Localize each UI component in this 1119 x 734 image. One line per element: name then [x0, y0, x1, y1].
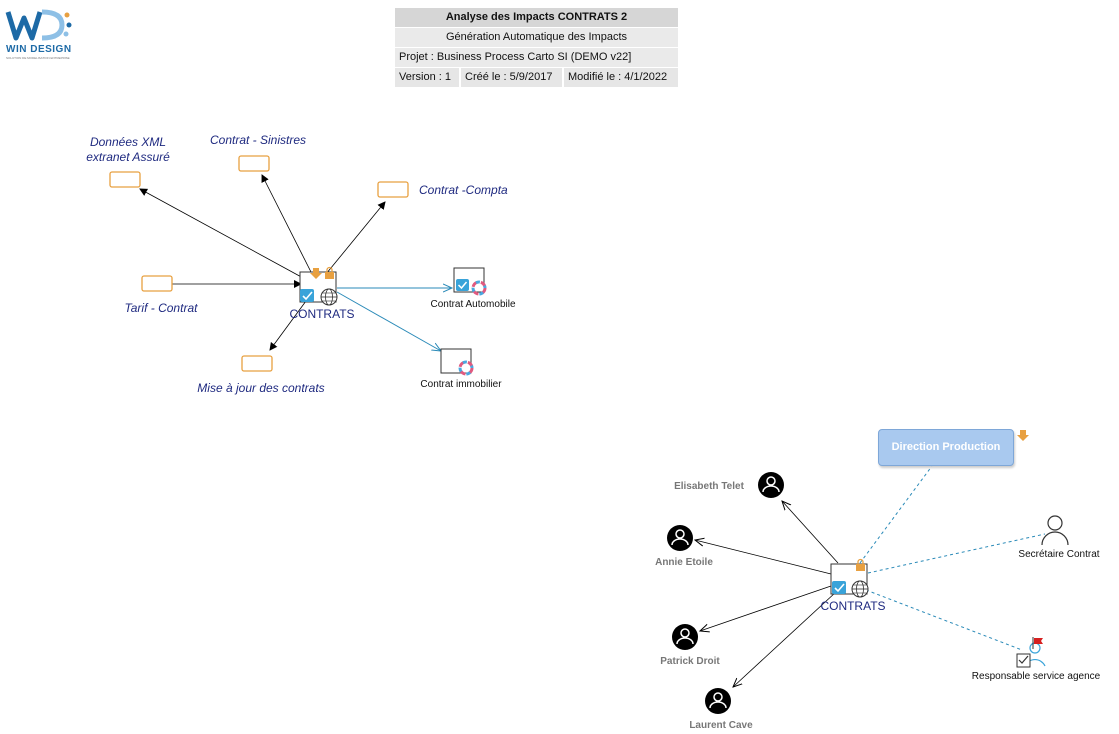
contrats-node-2[interactable] — [830, 558, 869, 598]
flow-label-xml-1: Données XML — [90, 135, 166, 149]
flow-box-sinistres[interactable] — [238, 155, 270, 172]
flow-label-tarif: Tarif - Contrat — [125, 301, 199, 315]
app-label-immo: Contrat immobilier — [420, 379, 502, 390]
header-table: Analyse des Impacts CONTRATS 2 Génératio… — [395, 8, 678, 87]
link-secretaire — [867, 533, 1046, 574]
contrats-node-1[interactable] — [299, 266, 338, 306]
header-project: Projet : Business Process Carto SI (DEMO… — [395, 48, 678, 68]
person-link-laurent — [733, 591, 837, 687]
flow-link-compta — [325, 201, 386, 275]
logo-text: WIN DESIGN — [6, 44, 72, 55]
logo-subtitle: SOLUTION DE MODELISATION ENTREPRISE — [6, 56, 70, 60]
diagram1: Données XML extranet Assuré Contrat - Si… — [86, 133, 516, 395]
app-node-auto[interactable] — [453, 267, 487, 296]
flow-label-compta: Contrat -Compta — [419, 183, 508, 197]
lock-icon — [325, 266, 334, 279]
globe-icon — [320, 288, 338, 306]
diagram2: CONTRATS Elisabeth Telet Annie Etoile Pa… — [655, 430, 1101, 731]
app-ring-icon — [458, 360, 474, 376]
globe-icon — [851, 580, 869, 598]
flow-label-maj: Mise à jour des contrats — [197, 381, 324, 395]
person-label-laurent: Laurent Cave — [689, 720, 753, 731]
flow-label-sinistres: Contrat - Sinistres — [210, 133, 306, 147]
person-link-elisabeth — [782, 501, 839, 564]
role-label-secretaire: Secrétaire Contrat — [1018, 549, 1099, 560]
header-subtitle: Génération Automatique des Impacts — [395, 28, 678, 48]
person-icon[interactable] — [672, 624, 698, 650]
person-icon[interactable] — [758, 472, 784, 498]
header-modified: Modifié le : 4/1/2022 — [564, 68, 678, 87]
lock-icon — [856, 558, 865, 571]
person-link-annie — [695, 540, 832, 575]
link-responsable — [865, 589, 1023, 651]
header-created: Créé le : 5/9/2017 — [461, 68, 564, 87]
role-flag-icon[interactable] — [1016, 637, 1046, 668]
windesign-logo: WIN DESIGN SOLUTION DE MODELISATION ENTR… — [4, 6, 74, 61]
header-title: Analyse des Impacts CONTRATS 2 — [395, 8, 678, 28]
flow-link-xml — [139, 188, 306, 280]
contrats-label-1: CONTRATS — [289, 307, 354, 321]
check-process-icon — [832, 581, 846, 594]
flow-box-tarif[interactable] — [141, 275, 173, 292]
person-label-patrick: Patrick Droit — [660, 656, 720, 667]
person-link-patrick — [700, 585, 832, 631]
app-link-immo — [336, 291, 441, 351]
link-direction — [859, 465, 933, 564]
person-icon[interactable] — [705, 688, 731, 714]
flow-box-maj[interactable] — [241, 355, 273, 372]
app-node-immo[interactable] — [440, 348, 474, 376]
flow-box-xml[interactable] — [109, 171, 141, 188]
flow-box-compta[interactable] — [377, 181, 409, 198]
person-label-elisabeth: Elisabeth Telet — [674, 481, 745, 492]
flow-link-sinistres — [261, 174, 313, 275]
header-version: Version : 1 — [395, 68, 461, 87]
direction-production-box[interactable]: Direction Production — [878, 429, 1014, 466]
person-icon[interactable] — [667, 525, 693, 551]
check-process-icon — [300, 289, 314, 302]
contrats-label-2: CONTRATS — [820, 599, 885, 613]
flow-link-maj — [269, 300, 307, 351]
arrow-down-icon — [1017, 430, 1029, 441]
person-label-annie: Annie Etoile — [655, 557, 713, 568]
app-ring-icon — [471, 280, 487, 296]
role-outline-icon[interactable] — [1041, 515, 1069, 546]
role-label-responsable: Responsable service agence — [972, 671, 1101, 682]
flow-label-xml-2: extranet Assuré — [86, 150, 170, 164]
app-label-auto: Contrat Automobile — [430, 299, 515, 310]
check-process-icon — [456, 279, 469, 291]
header-meta-row: Version : 1 Créé le : 5/9/2017 Modifié l… — [395, 68, 678, 87]
arrow-down-icon — [310, 268, 322, 279]
